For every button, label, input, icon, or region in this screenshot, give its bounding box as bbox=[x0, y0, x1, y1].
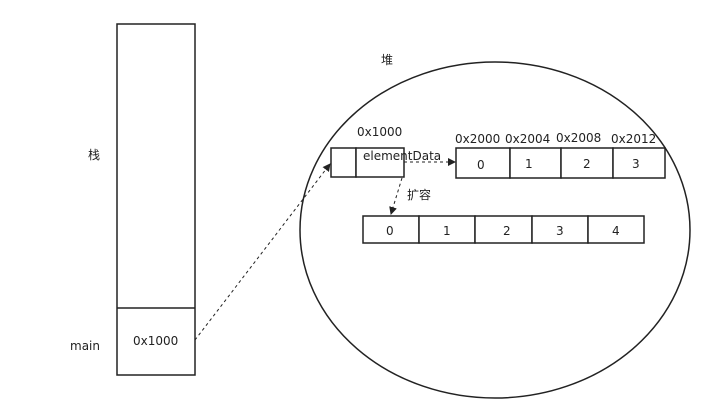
array-cell bbox=[560, 147, 614, 179]
main-frame-value: 0x1000 bbox=[133, 334, 178, 348]
new-array-cell bbox=[531, 215, 589, 244]
grow-arrow bbox=[389, 177, 403, 215]
new-array-value: 3 bbox=[556, 224, 564, 238]
new-array-cell bbox=[474, 215, 533, 244]
array-value: 0 bbox=[477, 158, 485, 172]
object-address: 0x1000 bbox=[357, 125, 402, 139]
address-label: 0x2000 bbox=[455, 132, 500, 146]
heap-label: 堆 bbox=[381, 53, 393, 67]
array-cell bbox=[612, 147, 666, 179]
object-header-cell bbox=[330, 147, 357, 178]
new-array-cell bbox=[587, 215, 645, 244]
new-array-value: 4 bbox=[612, 224, 620, 238]
new-array-cell bbox=[418, 215, 476, 244]
stack: 栈 main 0x1000 bbox=[70, 23, 196, 376]
new-array-value: 1 bbox=[443, 224, 451, 238]
reference-arrow-main-to-object bbox=[194, 163, 331, 341]
stack-label: 栈 bbox=[88, 147, 100, 162]
new-array-value: 2 bbox=[503, 224, 511, 238]
array-value: 2 bbox=[583, 157, 591, 171]
array-value: 1 bbox=[525, 157, 533, 171]
stack-box bbox=[116, 23, 196, 376]
new-array-value: 0 bbox=[386, 224, 394, 238]
main-frame-label: main bbox=[70, 339, 100, 353]
array-cell bbox=[509, 147, 562, 179]
heap: 堆 0x1000 elementData 0x2000 0x2004 0x200… bbox=[299, 53, 691, 399]
object-field-cell bbox=[355, 147, 405, 178]
address-label: 0x2012 bbox=[611, 132, 656, 146]
element-data-label: elementData bbox=[363, 149, 441, 163]
address-label: 0x2008 bbox=[556, 131, 601, 145]
grow-label: 扩容 bbox=[407, 187, 431, 202]
heap-ellipse bbox=[299, 61, 691, 399]
array-value: 3 bbox=[632, 157, 640, 171]
address-label: 0x2004 bbox=[505, 132, 550, 146]
